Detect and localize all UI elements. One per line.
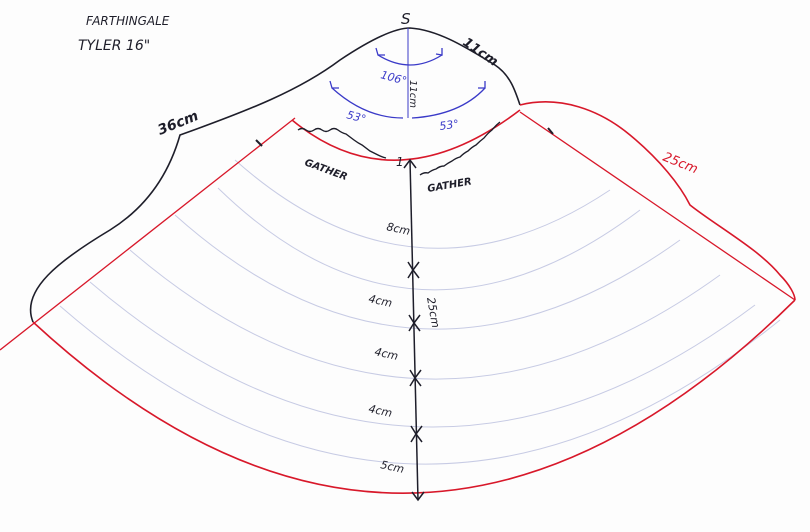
hem-arc bbox=[32, 299, 796, 494]
band-arc-4 bbox=[89, 281, 756, 428]
right-tick bbox=[547, 127, 554, 135]
arrow-mark-2 bbox=[407, 261, 420, 279]
band-arc-1 bbox=[217, 187, 641, 291]
segment-label-2: 8cm bbox=[385, 220, 411, 238]
angle-arc-53-right bbox=[411, 87, 486, 119]
band-arc-6 bbox=[234, 159, 611, 249]
center-total-label: 25cm bbox=[424, 296, 442, 329]
arrow-mark-5 bbox=[410, 425, 423, 443]
gather-left-label: GATHER bbox=[303, 157, 349, 183]
segment-label-5: 4cm bbox=[367, 402, 393, 420]
center-top-label: 11cm bbox=[407, 80, 418, 108]
right-edge-label: 25cm bbox=[661, 150, 700, 178]
gather-squiggle-left bbox=[297, 127, 387, 159]
angle-arc-106 bbox=[377, 54, 443, 66]
band-lines bbox=[59, 159, 781, 465]
angle-arc-53-right-arrow bbox=[478, 81, 486, 89]
left-outer-curve bbox=[29, 27, 521, 323]
angle-arc-53-left-arrow bbox=[329, 80, 339, 89]
arrow-mark-6 bbox=[411, 491, 425, 502]
top-right-edge-label: 11cm bbox=[460, 35, 501, 70]
band-arc-3 bbox=[129, 249, 721, 380]
segment-label-6: 5cm bbox=[379, 458, 405, 476]
angle-arc-106-arrow-right bbox=[435, 48, 443, 56]
left-tick bbox=[255, 139, 263, 147]
segment-label-4: 4cm bbox=[373, 345, 399, 363]
arrow-mark-3 bbox=[408, 314, 421, 332]
band-arc-2 bbox=[174, 214, 681, 330]
angle-arc-53-left bbox=[331, 87, 404, 119]
right-seam-line bbox=[519, 111, 796, 301]
segment-label-3: 4cm bbox=[367, 292, 393, 310]
apex-label: S bbox=[401, 10, 411, 28]
center-line-main bbox=[409, 159, 419, 501]
left-seam-line bbox=[0, 117, 296, 351]
waist-arc bbox=[291, 109, 521, 161]
angle-right-label: 53° bbox=[439, 117, 460, 133]
angle-left-label: 53° bbox=[345, 108, 367, 126]
gather-right-label: GATHER bbox=[427, 176, 473, 195]
segment-label-1: 1 bbox=[396, 155, 404, 169]
right-outer-curve bbox=[519, 101, 796, 301]
angle-arcs bbox=[329, 47, 486, 119]
arrow-mark-1 bbox=[403, 158, 417, 169]
center-arrow-marks bbox=[403, 158, 425, 502]
angle-arc-106-arrow-left bbox=[375, 47, 385, 56]
angle-total-label: 106° bbox=[379, 68, 408, 87]
title-line-2: TYLER 16" bbox=[78, 38, 150, 54]
arrow-mark-4 bbox=[409, 369, 422, 387]
title-line-1: FARTHINGALE bbox=[86, 14, 170, 28]
left-edge-label: 36cm bbox=[156, 108, 201, 139]
gather-squiggle-right bbox=[419, 121, 501, 176]
